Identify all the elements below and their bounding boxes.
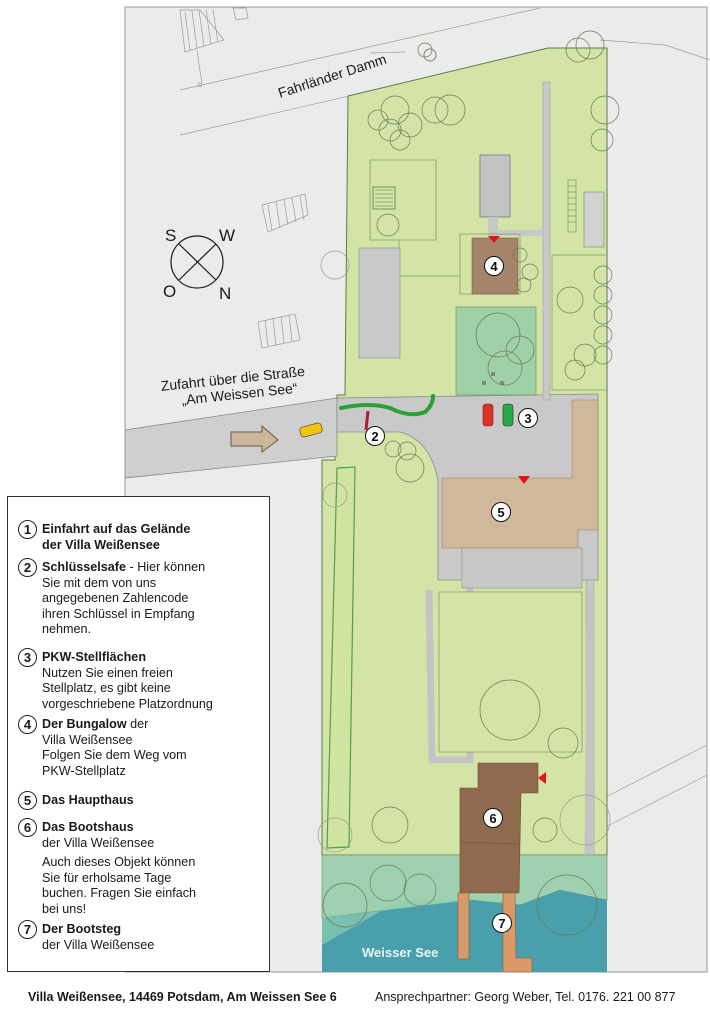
marker-number: 4 <box>490 258 498 274</box>
compass-rose <box>170 235 224 289</box>
main-house-annex <box>461 547 583 589</box>
lawn-outlines <box>369 159 606 391</box>
marker-number: 5 <box>497 504 505 520</box>
boathouse-building <box>459 762 539 894</box>
legend-line: Sie für erholsame Tage <box>42 870 172 885</box>
legend-title-3: PKW-Stellflächen <box>42 650 147 664</box>
entrance-arrow <box>230 424 279 453</box>
legend-line: PKW-Stellplatz <box>42 763 126 778</box>
legend-number-7: 7 <box>18 920 37 939</box>
legend-item-6: 6 Das Bootshaus der Villa Weißensee Auch… <box>18 818 197 917</box>
legend-title-2: Schlüsselsafe <box>42 560 127 574</box>
legend-title-4-suffix: der <box>126 717 149 731</box>
footer-contact: Ansprechpartner: Georg Weber, Tel. 0176.… <box>375 990 676 1004</box>
legend-line: buchen. Fragen Sie einfach <box>42 886 197 900</box>
legend-number-4: 4 <box>18 715 37 734</box>
legend-number-2: 2 <box>18 558 37 577</box>
legend-line: Stellplatz, es gibt keine <box>42 681 171 695</box>
marker-number: 7 <box>498 915 506 931</box>
map-marker-6-boathouse[interactable]: 6 <box>483 808 503 828</box>
pool-path <box>488 217 498 237</box>
map-marker-7-jetty[interactable]: 7 <box>492 913 512 933</box>
legend-title-6: Das Bootshaus <box>42 820 134 834</box>
main-house-entrance-marker <box>518 476 530 484</box>
hedge <box>339 394 435 417</box>
compass-east: O <box>163 282 177 301</box>
legend-number-1: 1 <box>18 520 37 539</box>
pool <box>479 154 511 218</box>
map-marker-2-key-safe[interactable]: 2 <box>365 426 385 446</box>
meadow-posts <box>482 372 504 385</box>
legend-line: ihren Schlüssel in Empfang <box>42 606 195 621</box>
jetty-right <box>502 892 533 973</box>
legend-item-2: 2 Schlüsselsafe - Hier können Sie mit de… <box>18 558 206 638</box>
meadow-patch <box>455 306 537 396</box>
legend-line: Nutzen Sie einen freien <box>42 665 173 680</box>
legend-number-5: 5 <box>18 791 37 810</box>
legend-title-1: Einfahrt auf das Gelände <box>42 522 191 536</box>
legend-line: bei uns! <box>42 901 87 916</box>
marker-number: 6 <box>489 810 497 826</box>
bungalow-entrance-marker <box>488 236 500 243</box>
map-marker-5-main-house[interactable]: 5 <box>491 502 511 522</box>
pool-path-2 <box>498 230 543 236</box>
legend-title-5: Das Haupthaus <box>42 793 134 807</box>
jetty-left <box>457 892 470 960</box>
garage <box>358 247 401 359</box>
footer-address: Villa Weißensee, 14469 Potsdam, Am Weiss… <box>28 990 337 1004</box>
east-path <box>542 81 551 401</box>
key-safe <box>364 410 370 431</box>
boathouse-entrance-marker <box>538 772 546 784</box>
trees <box>317 30 620 936</box>
car-green <box>502 403 514 427</box>
legend-line: der Villa Weißensee <box>42 835 155 850</box>
lake-label: Weisser See <box>362 945 439 960</box>
legend-number-6: 6 <box>18 818 37 837</box>
compass-south: S <box>165 226 177 245</box>
car-red <box>482 403 494 427</box>
legend-line: Sie mit dem von uns <box>42 575 157 590</box>
garden-lawn-inner <box>438 591 583 753</box>
lake-shore-diagonal <box>322 900 470 945</box>
legend-line: vorgeschriebene Platzordnung <box>42 696 213 711</box>
legend-item-1: 1 Einfahrt auf das Gelände der Villa Wei… <box>18 520 191 553</box>
legend-line: Folgen Sie dem Weg vom <box>42 748 187 762</box>
legend-item-7: 7 Der Bootsteg der Villa Weißensee <box>18 920 155 953</box>
legend-line: Villa Weißensee <box>42 732 133 747</box>
legend-line: angegebenen Zahlencode <box>42 591 189 605</box>
legend-line: nehmen. <box>42 622 92 636</box>
legend-title-7: Der Bootsteg <box>42 922 122 936</box>
west-strip <box>326 466 356 849</box>
marker-number: 2 <box>371 428 379 444</box>
legend-item-5: 5 Das Haupthaus <box>18 791 134 810</box>
legend-number-3: 3 <box>18 648 37 667</box>
legend-panel: 1 Einfahrt auf das Gelände der Villa Wei… <box>7 496 270 972</box>
legend-item-4: 4 Der Bungalow der Villa Weißensee Folge… <box>18 715 187 779</box>
legend-title-1b: der Villa Weißensee <box>42 537 160 552</box>
legend-item-3: 3 PKW-Stellflächen Nutzen Sie einen frei… <box>18 648 213 712</box>
marker-number: 3 <box>524 410 532 426</box>
compass-north: N <box>219 284 232 303</box>
legend-line: Auch dieses Objekt können <box>42 855 196 869</box>
legend-line: der Villa Weißensee <box>42 937 155 952</box>
legend-title-2-suffix: - Hier können <box>126 560 206 574</box>
map-marker-3-parking[interactable]: 3 <box>518 408 538 428</box>
map-marker-4-bungalow[interactable]: 4 <box>484 256 504 276</box>
legend-title-4: Der Bungalow <box>42 717 127 731</box>
car-yellow <box>299 422 323 438</box>
compass-west: W <box>219 226 236 245</box>
